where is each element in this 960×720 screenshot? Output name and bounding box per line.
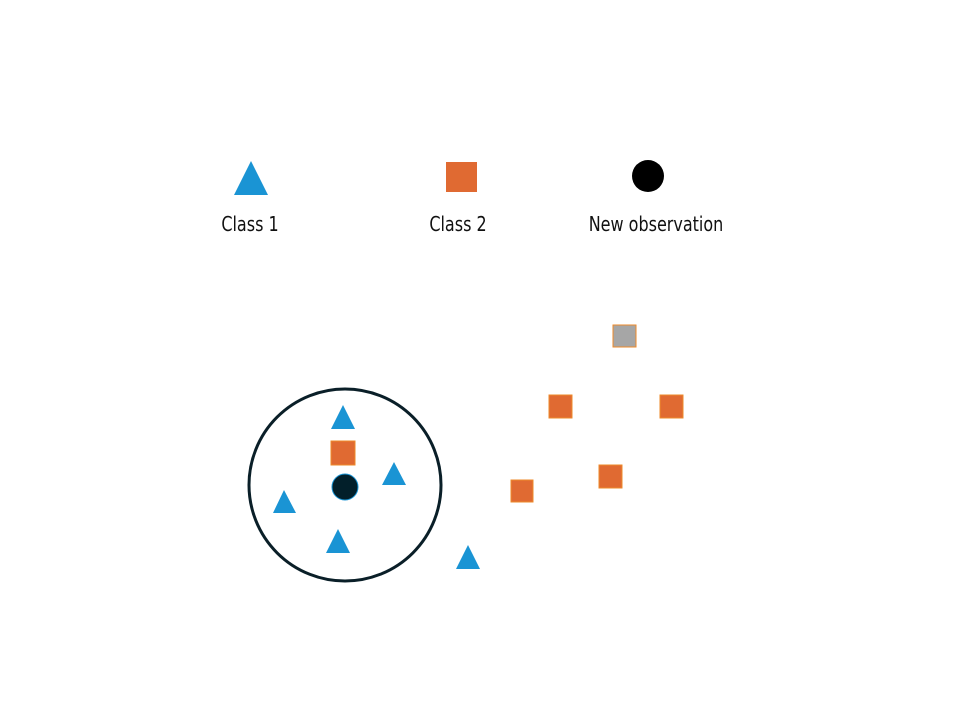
class2-point	[548, 394, 573, 419]
class1-point	[273, 490, 296, 513]
neighborhood-circle	[247, 387, 443, 583]
legend-new-observation-label: New observation	[589, 213, 724, 236]
class1-point	[382, 462, 406, 485]
class2-point	[598, 464, 623, 489]
class2-point	[510, 479, 534, 503]
class2-point	[659, 394, 684, 419]
class2-point	[330, 440, 356, 466]
legend-square-icon	[446, 162, 477, 192]
legend-triangle-icon	[234, 161, 268, 195]
unlabeled-gray-point	[612, 324, 637, 348]
legend-circle-icon	[632, 160, 664, 192]
class1-point	[326, 529, 350, 553]
legend-class2-label: Class 2	[429, 213, 486, 236]
legend-class1-label: Class 1	[221, 213, 278, 236]
new-observation-point	[331, 473, 359, 501]
class1-point	[456, 545, 480, 569]
class1-point	[331, 405, 355, 429]
